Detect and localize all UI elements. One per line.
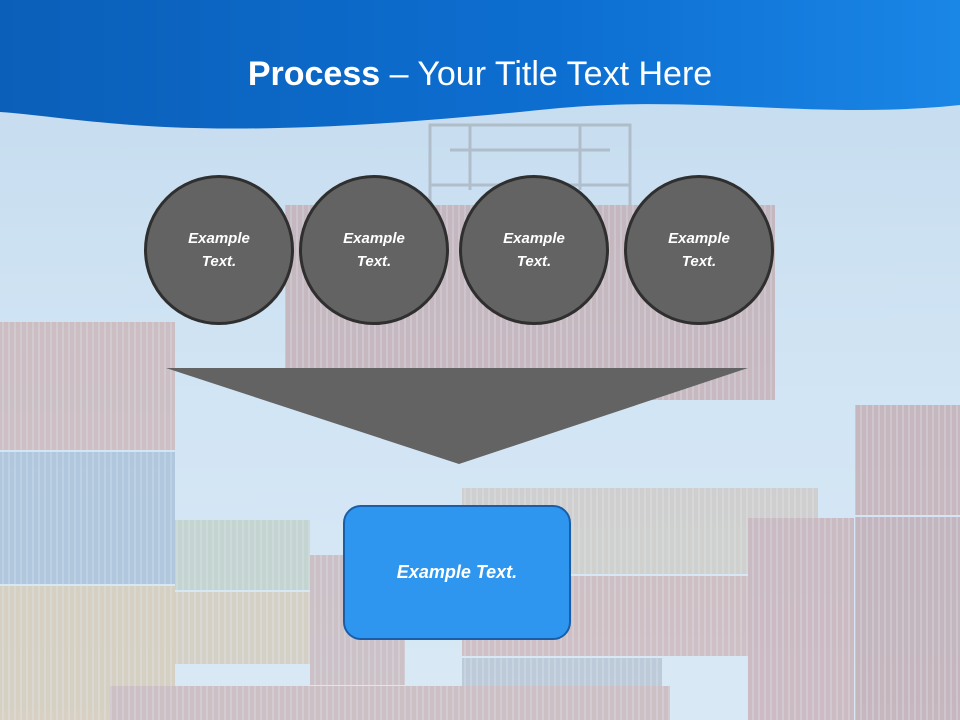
result-box-text: Example Text. (396, 562, 518, 582)
process-circle-2-text: Example Text. (343, 230, 405, 270)
process-circle-3: Example Text. (459, 175, 609, 325)
title-rest: – Your Title Text Here (380, 55, 713, 93)
process-circle-1: Example Text. (144, 175, 294, 325)
process-circle-3-text: Example Text. (503, 230, 565, 270)
slide-title: Process – Your Title Text Here (0, 50, 960, 98)
process-circle-4: Example Text. (624, 175, 774, 325)
header-band (0, 0, 960, 129)
container-stacks (0, 205, 960, 720)
funnel-arrow (166, 368, 748, 464)
process-circle-1-text: Example Text. (188, 230, 250, 270)
result-box: Example Text. (343, 505, 571, 640)
title-bold: Process (247, 55, 381, 93)
process-circle-2: Example Text. (299, 175, 449, 325)
process-circle-4-text: Example Text. (668, 230, 730, 270)
